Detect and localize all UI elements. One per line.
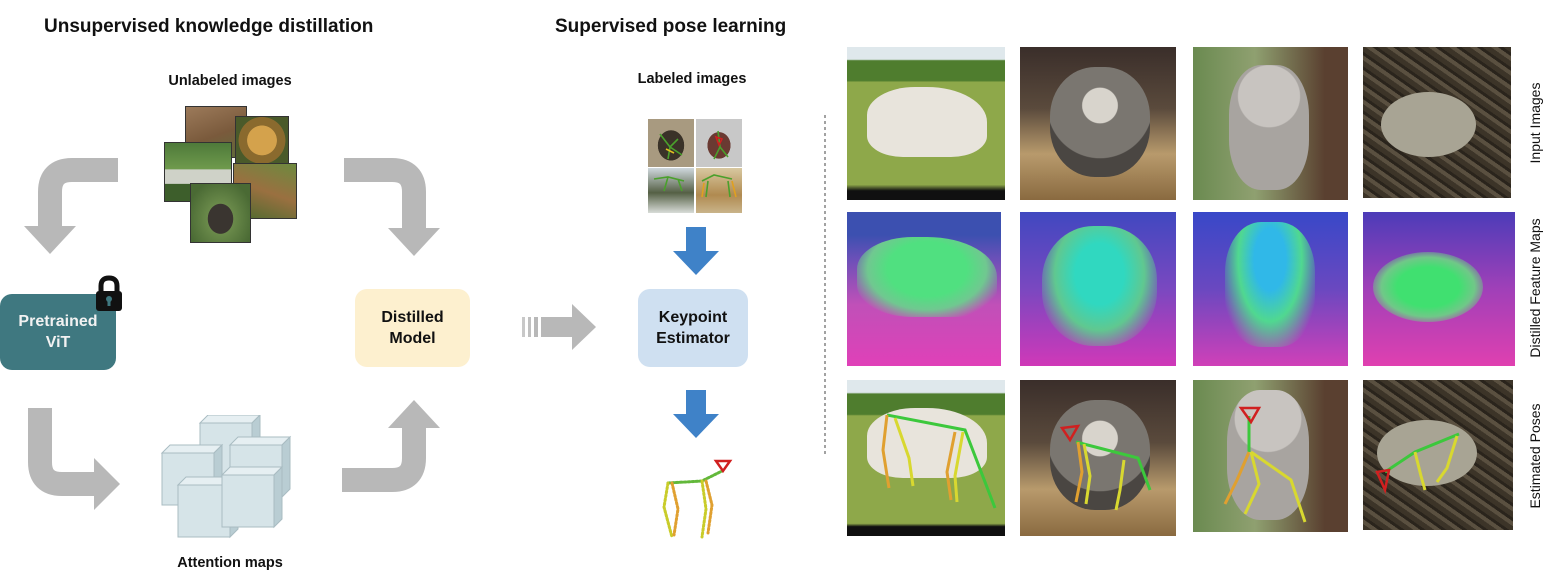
input-image-mouse xyxy=(1363,47,1511,198)
labeled-images-keypoints xyxy=(653,130,737,198)
input-image-horse xyxy=(847,47,1005,200)
pretrained-vit-label-line2: ViT xyxy=(45,334,71,351)
unlabeled-image-chimp xyxy=(190,183,251,243)
distilled-model-label-line2: Model xyxy=(389,330,436,347)
pretrained-vit-label-line1: Pretrained xyxy=(18,313,98,330)
section-title-supervised: Supervised pose learning xyxy=(555,16,787,37)
attention-maps-cubes xyxy=(160,415,292,539)
pose-image-raccoon xyxy=(1020,380,1176,536)
pose-overlay-mouse xyxy=(1375,432,1460,495)
blue-arrow-to-pose xyxy=(673,390,719,438)
lock-icon xyxy=(96,275,122,311)
labeled-image-chimp xyxy=(648,119,694,167)
feature-map-raccoon xyxy=(1020,212,1176,366)
keypoint-estimator-label-line1: Keypoint xyxy=(658,309,728,326)
row-label-input-images: Input Images xyxy=(1527,82,1543,164)
unlabeled-image-leopard xyxy=(235,116,289,170)
pose-skeleton-output xyxy=(662,459,733,539)
blue-arrow-to-keypoint xyxy=(673,227,719,275)
pose-overlay-raccoon xyxy=(1059,424,1152,511)
labeled-images-caption: Labeled images xyxy=(637,71,747,87)
feature-map-horse xyxy=(847,212,1001,366)
input-image-cat xyxy=(1193,47,1348,200)
feature-map-mouse xyxy=(1363,212,1515,366)
feature-map-cat xyxy=(1193,212,1348,366)
transfer-arrow xyxy=(522,304,596,350)
attention-maps-caption: Attention maps xyxy=(177,555,283,571)
input-image-raccoon xyxy=(1020,47,1176,200)
unlabeled-images-caption: Unlabeled images xyxy=(168,73,292,89)
pose-overlay-horse xyxy=(881,413,997,509)
pose-overlay-cat xyxy=(1223,406,1307,523)
section-title-unsupervised: Unsupervised knowledge distillation xyxy=(44,16,374,37)
distilled-model-box: Distilled Model xyxy=(355,289,470,367)
pose-image-cat xyxy=(1193,380,1348,532)
pose-image-horse xyxy=(847,380,1005,536)
labeled-image-tortoise xyxy=(648,168,694,213)
keypoint-estimator-label-line2: Estimator xyxy=(656,330,730,347)
row-label-distilled-feature-maps: Distilled Feature Maps xyxy=(1527,218,1543,358)
row-label-estimated-poses: Estimated Poses xyxy=(1527,403,1543,509)
keypoint-estimator-box: Keypoint Estimator xyxy=(638,289,748,367)
distilled-model-label-line1: Distilled xyxy=(381,309,444,326)
pretrained-vit-box: Pretrained ViT xyxy=(0,294,116,370)
section-divider xyxy=(824,115,826,455)
pose-image-mouse xyxy=(1363,380,1513,530)
